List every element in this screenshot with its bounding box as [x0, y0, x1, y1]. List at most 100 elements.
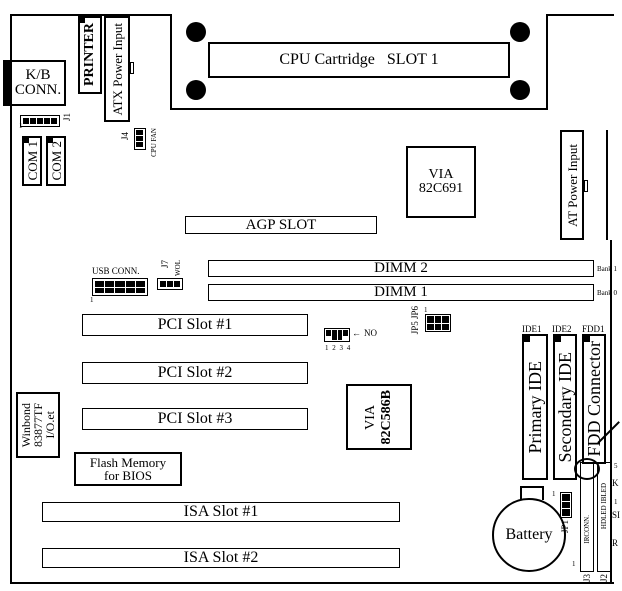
printer-port: PRINTER [78, 16, 102, 94]
kb-connector: K/B CONN. [10, 60, 66, 106]
j1-pin-label: 1 [19, 122, 23, 130]
kb-label-2: CONN. [14, 82, 62, 98]
atx-latch [130, 62, 134, 74]
jp1-jumper [560, 492, 572, 518]
dip-switch[interactable] [324, 328, 350, 342]
j2-pin5-label: 5 [614, 462, 618, 470]
battery-label: Battery [505, 526, 553, 543]
flash-label-1: Flash Memory [89, 455, 167, 470]
j3-pin1-label: 1 [572, 560, 576, 568]
j3-inner-label: IRCONN. [583, 515, 591, 544]
j3-label: J3 [582, 574, 592, 583]
via-south-label-2: 82C586B [379, 389, 394, 445]
via-north-label-1: VIA [428, 167, 454, 182]
flash-label-2: for BIOS [103, 468, 153, 483]
j1-label: J1 [62, 113, 72, 122]
j4-cpu-fan-header [134, 128, 146, 150]
dip-numbers: 1 2 3 4 [325, 344, 352, 352]
usb-conn-label: USB CONN. [92, 266, 140, 276]
isa-slot-1: ISA Slot #1 [42, 502, 400, 522]
at-power-input: AT Power Input [560, 130, 584, 240]
secondary-ide-connector: Secondary IDE [553, 334, 577, 480]
winbond-label-3: I/O.et [43, 411, 57, 439]
jp5-jp6-label: JP5 JP6 [410, 306, 420, 335]
j7-label: J7 [160, 260, 170, 269]
pci-slot-2-label: PCI Slot #2 [157, 364, 233, 381]
ide1-label: IDE1 [522, 324, 542, 334]
board-edge-right [610, 240, 612, 584]
j3-panel-header: IRCONN. [580, 462, 594, 572]
pci-slot-3-label: PCI Slot #3 [157, 410, 233, 427]
pin1-marker [584, 336, 590, 342]
pin1-marker [80, 18, 85, 23]
jp-pin-label: 1 [424, 306, 428, 314]
flash-memory-bios: Flash Memory for BIOS [74, 452, 182, 486]
pci-slot-2: PCI Slot #2 [82, 362, 308, 384]
printer-label: PRINTER [82, 23, 97, 87]
mount-hole [510, 22, 530, 42]
primary-ide-label: Primary IDE [525, 360, 545, 454]
via-82c691-chip: VIA 82C691 [406, 146, 476, 218]
atx-power-label: ATX Power Input [109, 22, 125, 116]
atx-power-input: ATX Power Input [104, 16, 130, 122]
j2-inner-label: HDLED IBLED [600, 483, 608, 530]
fdd-connector: FDD Connector [582, 334, 606, 464]
at-power-label: AT Power Input [564, 143, 580, 227]
kb-conn-tab [3, 60, 13, 106]
via-82c586b-chip: VIA 82C586B [346, 384, 412, 450]
dimm1-slot: DIMM 1 [208, 284, 594, 301]
s-label: SI [612, 510, 621, 520]
secondary-ide-label: Secondary IDE [555, 351, 575, 463]
isa-slot-1-label: ISA Slot #1 [183, 503, 259, 520]
com1-label: COM 1 [24, 141, 40, 181]
edge-line [606, 130, 608, 240]
j1-header [20, 115, 60, 127]
bank1-label: Bank 1 [597, 265, 618, 273]
ide2-label: IDE2 [552, 324, 572, 334]
dip-no-arrow: ← [352, 328, 361, 338]
isa-slot-2: ISA Slot #2 [42, 548, 400, 568]
pin1-marker [555, 336, 561, 342]
dimm2-label: DIMM 2 [374, 260, 428, 276]
j2-panel-header: HDLED IBLED [597, 462, 611, 572]
fdd1-label: FDD1 [582, 324, 605, 334]
dimm1-label: DIMM 1 [374, 284, 428, 300]
battery: Battery [492, 498, 566, 572]
mount-hole [510, 80, 530, 100]
r-label: R [612, 538, 619, 548]
via-north-label-2: 82C691 [418, 181, 464, 196]
com1-port: COM 1 [22, 136, 42, 186]
mount-hole [186, 80, 206, 100]
dip-no-label: NO [364, 328, 377, 338]
usb-connector [92, 278, 148, 296]
cpu-fan-label: CPU FAN [150, 128, 158, 157]
cpu-slot-label: CPU Cartridge SLOT 1 [279, 51, 439, 68]
mount-hole [186, 22, 206, 42]
jp1-pin-label: 1 [552, 490, 556, 498]
kb-label-1: K/B [25, 67, 51, 83]
isa-slot-2-label: ISA Slot #2 [183, 549, 259, 566]
pci-slot-1-label: PCI Slot #1 [157, 316, 233, 333]
j4-label: J4 [120, 132, 130, 141]
com2-label: COM 2 [48, 141, 64, 181]
winbond-io-chip: Winbond 83877TF I/O.et [16, 392, 60, 458]
cpu-slot-inner: CPU Cartridge SLOT 1 [208, 42, 510, 78]
jp1-label: JP1 [560, 520, 570, 534]
pin1-marker [24, 138, 29, 143]
jp5-jp6-jumpers [425, 314, 451, 332]
primary-ide-connector: Primary IDE [522, 334, 548, 480]
dimm2-slot: DIMM 2 [208, 260, 594, 277]
wol-label: WOL [174, 260, 182, 276]
k-label: K [612, 478, 619, 488]
j2-pin1-label: 1 [614, 498, 618, 506]
usb-pin-label: 1 [90, 296, 94, 304]
bank0-label: Bank 0 [597, 289, 618, 297]
highlight-circle [574, 458, 600, 480]
com2-port: COM 2 [46, 136, 66, 186]
agp-slot-label: AGP SLOT [245, 216, 317, 233]
at-latch [584, 180, 588, 192]
board-edge-bottom [10, 582, 614, 584]
j7-wol-header [157, 278, 183, 290]
pin1-marker [524, 336, 530, 342]
pci-slot-1: PCI Slot #1 [82, 314, 308, 336]
